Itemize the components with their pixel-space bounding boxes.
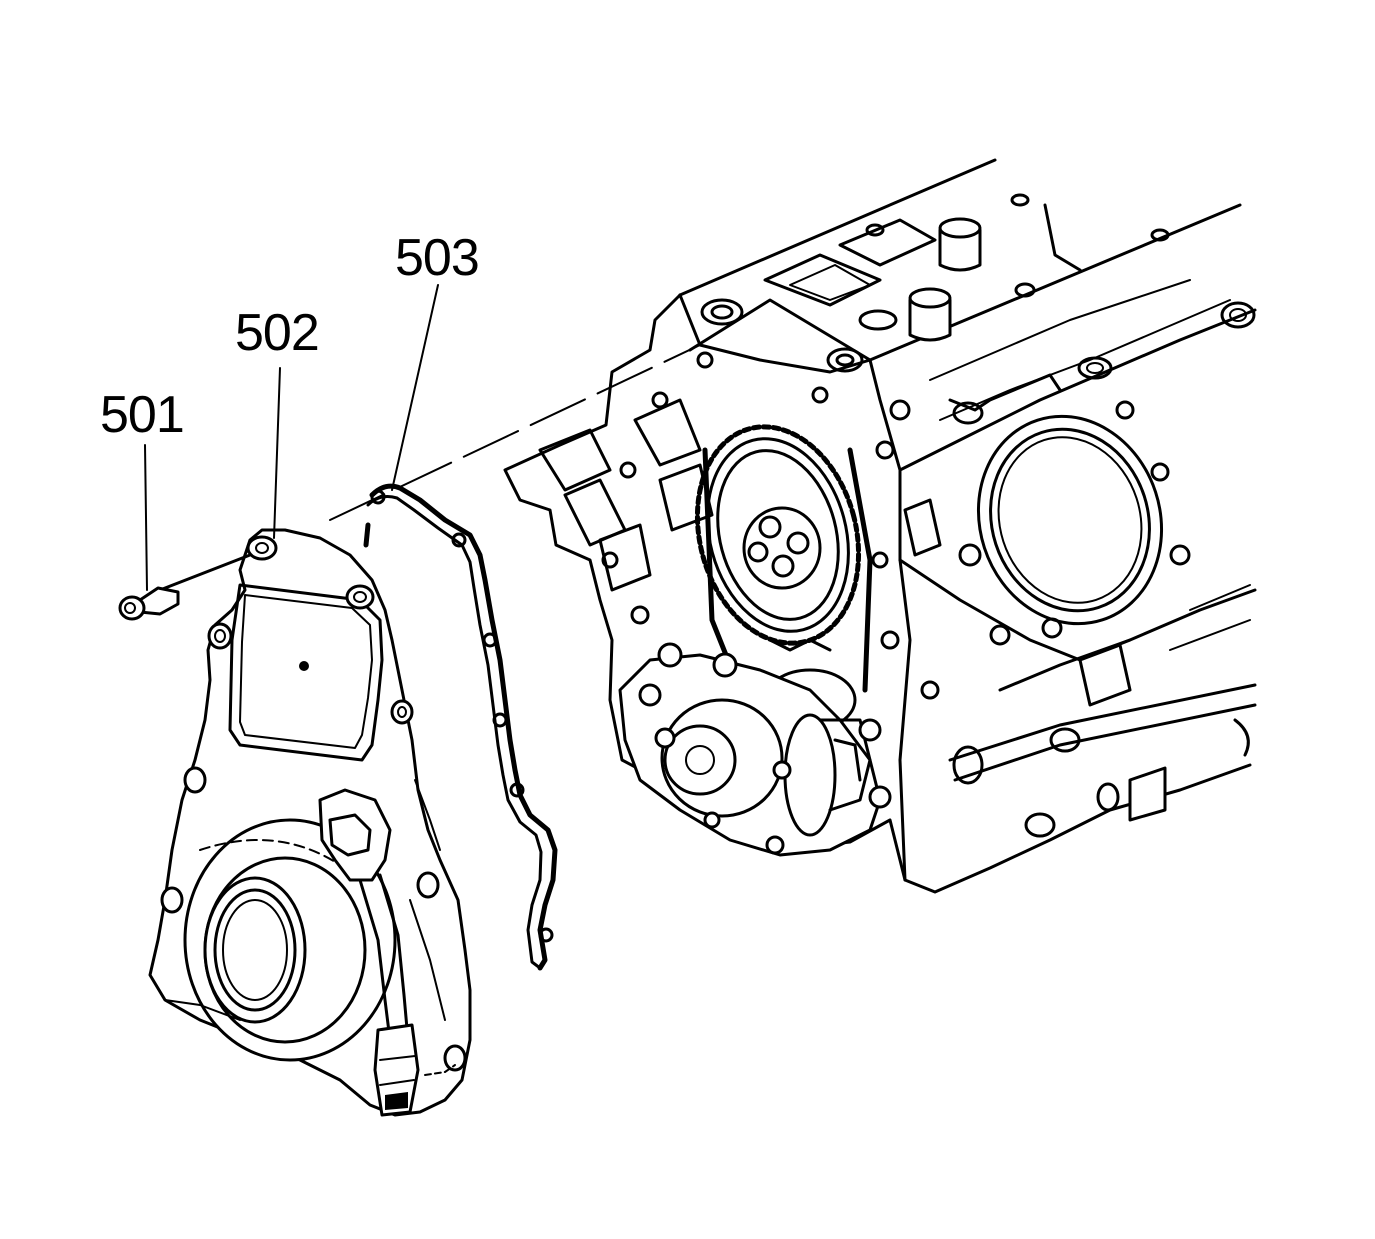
engine-front-cover	[148, 528, 472, 1117]
callout-502: 502	[235, 304, 319, 362]
leader-501	[144, 444, 148, 591]
engine-block	[329, 158, 1257, 894]
camshaft-sprocket-and-chain	[694, 424, 873, 732]
callout-501: 501	[100, 386, 184, 444]
leader-503	[391, 284, 439, 491]
leader-502	[273, 367, 281, 539]
front-cover-gasket	[363, 483, 558, 971]
callout-503: 503	[395, 229, 479, 287]
oil-pump-housing	[618, 642, 892, 857]
leader-lines	[144, 284, 439, 591]
front-cover-bolt	[118, 553, 252, 621]
